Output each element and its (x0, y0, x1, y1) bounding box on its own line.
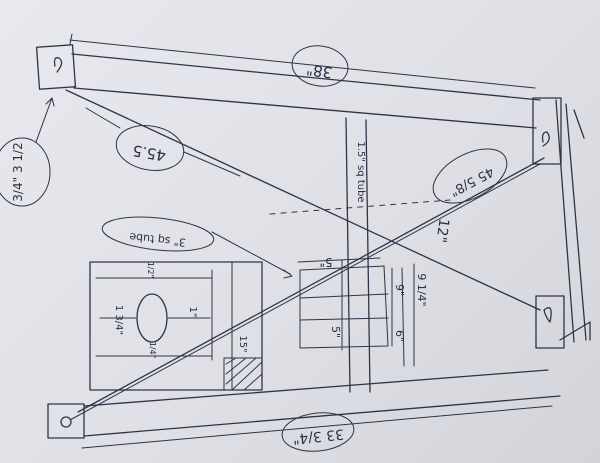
middle-dim-9: 9" (393, 284, 406, 296)
tube-callout-bubble (101, 216, 215, 252)
angle-left-pointer (183, 151, 241, 177)
right-foot (559, 321, 591, 341)
detail-oval (136, 293, 168, 343)
tube-callout-leader (211, 231, 293, 279)
bottom-dimension-line (81, 405, 553, 449)
top-length-label: 38" (305, 60, 333, 81)
angle-right-label: 45 5/8" (447, 163, 496, 199)
left-callout-arrow (35, 97, 55, 143)
angle-right-bubble (432, 148, 508, 204)
bottom-left-hole-icon (60, 416, 72, 428)
bottom-right-block (535, 295, 565, 349)
middle-dim-lines (297, 257, 415, 367)
diagonal-brace-a (65, 89, 541, 311)
angle-left-bubble (115, 125, 185, 171)
bottom-right-hole-icon (543, 307, 552, 323)
bottom-length-label: 33 3/4" (292, 425, 345, 446)
top-rail (71, 53, 541, 129)
top-left-block (35, 44, 77, 90)
middle-dim-5-bottom: 5" (329, 326, 342, 338)
left-callout-bubble (0, 137, 51, 207)
detail-label-small-b: 1/4" (148, 342, 157, 359)
crossing-length-label: 12" (432, 217, 451, 243)
middle-dim-9-right: 9 1/4" (415, 273, 428, 306)
detail-box (89, 261, 263, 391)
detail-label-15: 15" (237, 335, 248, 352)
top-length-bubble (291, 45, 349, 87)
angle-left-leader (85, 107, 121, 129)
angle-left-label: 45.5 (131, 141, 167, 165)
top-right-hole-icon (541, 131, 550, 147)
bottom-left-block (47, 403, 85, 439)
top-right-block (532, 97, 562, 165)
right-upright (555, 99, 587, 343)
diagonal-brace-b (77, 157, 545, 413)
detail-inner-lines (95, 261, 233, 391)
bottom-length-bubble (281, 412, 355, 452)
middle-dim-5: 5" (319, 255, 332, 269)
dashed-guide (269, 199, 451, 215)
diagonal-brace-c (69, 163, 541, 421)
sq-tube-note: 1.5" sq tube (355, 141, 366, 202)
top-left-hole-icon (53, 57, 63, 73)
middle-dim-6: 6" (393, 330, 406, 342)
tube-callout-label: 3" sq tube (128, 230, 186, 249)
middle-panel-lines (299, 265, 389, 349)
bottom-rail (83, 369, 561, 437)
detail-label-1-3-4: 1 3/4" (113, 305, 124, 335)
left-callout-label: 3/4" 3 1/2 (11, 142, 25, 201)
top-dimension-line (69, 33, 536, 89)
detail-label-small-a: 1/2" (146, 262, 155, 279)
detail-label-1: 1" (187, 307, 198, 318)
detail-hatch (223, 357, 263, 391)
